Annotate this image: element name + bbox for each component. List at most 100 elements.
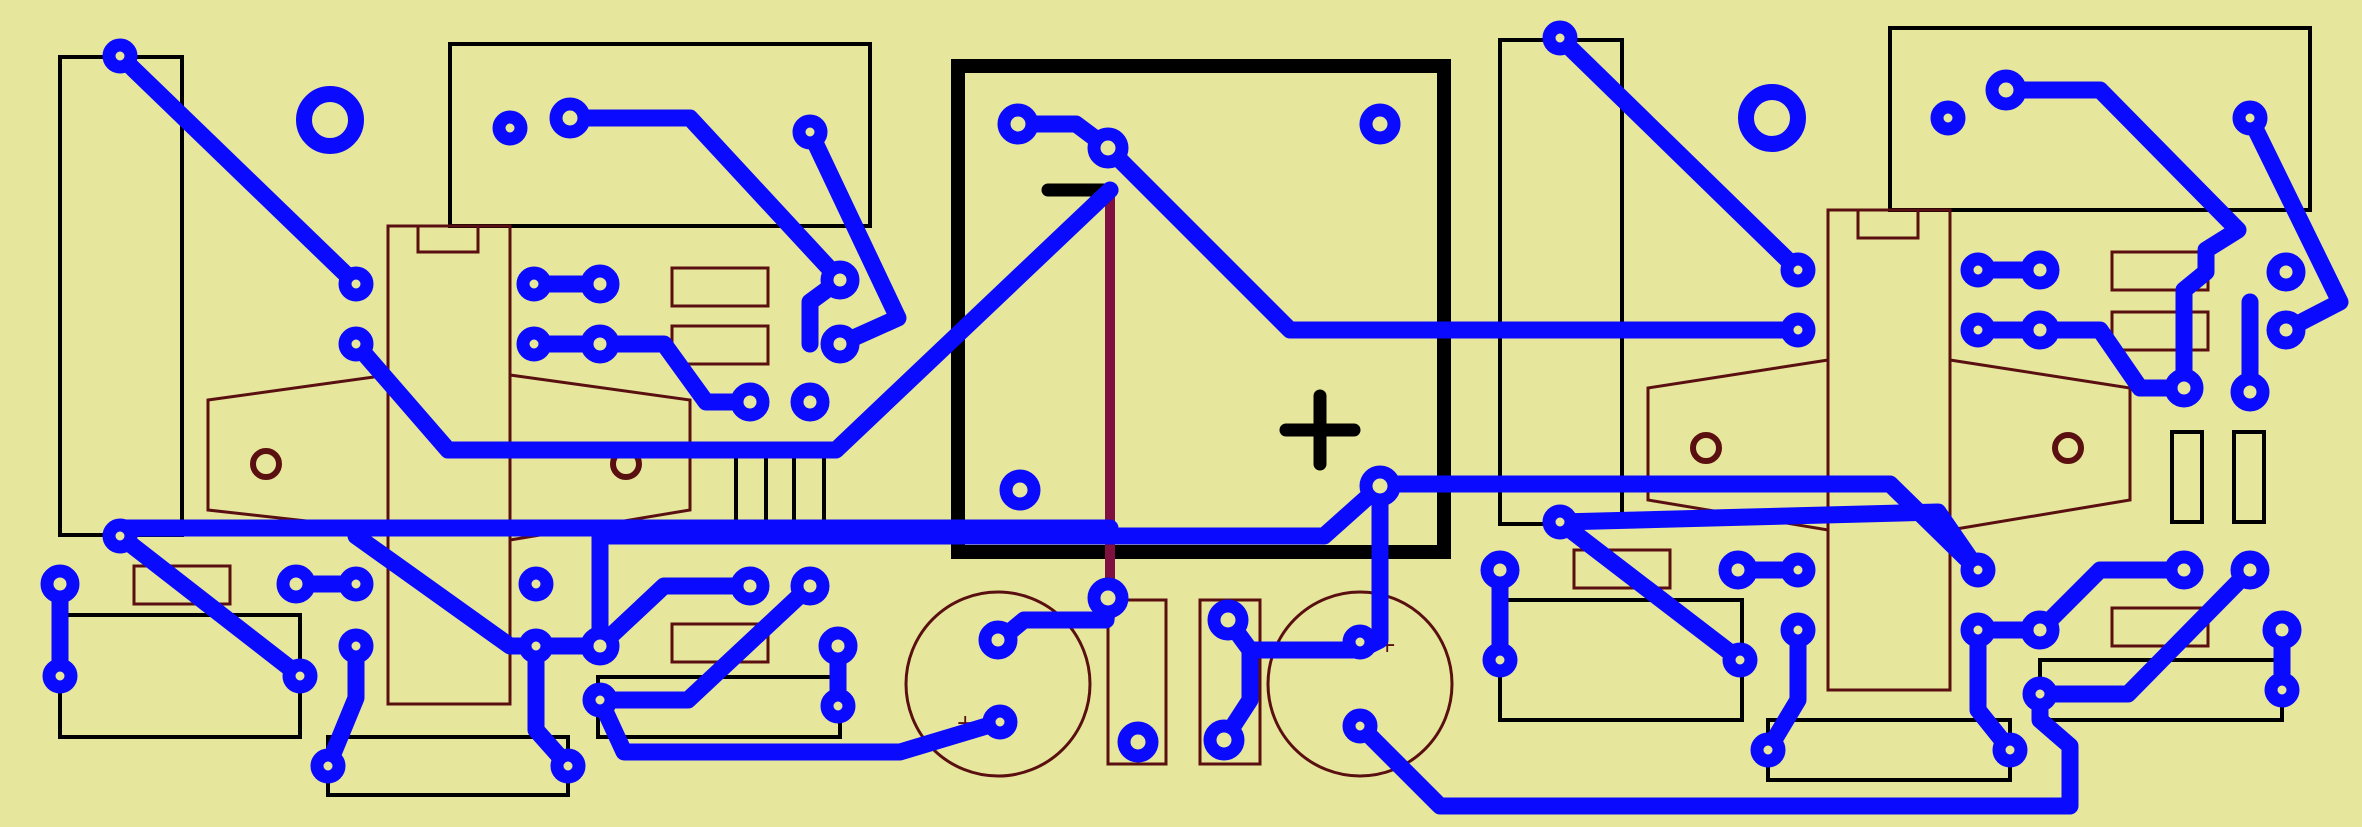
pad bbox=[982, 704, 1018, 740]
pad bbox=[1207, 599, 1249, 641]
pad bbox=[1780, 252, 1816, 288]
pad bbox=[516, 326, 552, 362]
right-mounting-hole bbox=[1738, 84, 1806, 152]
pad bbox=[2230, 372, 2270, 412]
trace-r15 bbox=[1969, 621, 2019, 759]
left-mounting-hole bbox=[296, 86, 364, 154]
pad bbox=[1342, 624, 1378, 660]
bridge-pad-tr bbox=[1359, 103, 1401, 145]
trace-m4 bbox=[827, 477, 1389, 545]
pad bbox=[550, 748, 586, 784]
pad bbox=[2262, 610, 2302, 650]
pads bbox=[40, 20, 2306, 784]
pad bbox=[1542, 504, 1578, 540]
right-heatsink-hole-1 bbox=[1690, 432, 1722, 464]
pad bbox=[2264, 672, 2300, 708]
pad bbox=[580, 264, 620, 304]
pad bbox=[276, 564, 316, 604]
right-bottom-connector-2 bbox=[1766, 718, 2012, 782]
pad bbox=[549, 97, 591, 139]
pad bbox=[1960, 252, 1996, 288]
right-heatsink-hole-2 bbox=[2052, 432, 2084, 464]
pad bbox=[2266, 310, 2306, 350]
pad bbox=[338, 566, 374, 602]
pad bbox=[580, 626, 620, 666]
pad bbox=[102, 518, 138, 554]
pad bbox=[2164, 550, 2204, 590]
bridge-pad-tl bbox=[997, 103, 1039, 145]
right-resistor-2 bbox=[2110, 310, 2210, 352]
pad bbox=[1960, 612, 1996, 648]
pad bbox=[1480, 550, 1520, 590]
right-heatsink bbox=[1646, 358, 1830, 532]
pad bbox=[2266, 252, 2306, 292]
pad bbox=[580, 324, 620, 364]
pad bbox=[792, 114, 828, 150]
pad bbox=[820, 260, 860, 300]
pad bbox=[1718, 550, 1758, 590]
left-resistor-1 bbox=[670, 266, 770, 308]
trace-l2 bbox=[347, 181, 1119, 459]
pad bbox=[2164, 368, 2204, 408]
pad bbox=[1992, 732, 2028, 768]
pad bbox=[1780, 312, 1816, 348]
right-ic-notch bbox=[1856, 208, 1920, 240]
pad bbox=[1203, 719, 1245, 761]
pad bbox=[282, 658, 318, 694]
left-tall-relay bbox=[58, 55, 184, 537]
pad bbox=[1985, 69, 2027, 111]
pad bbox=[1960, 312, 1996, 348]
right-top-relay bbox=[1888, 26, 2312, 212]
left-heatsink bbox=[206, 373, 390, 532]
pad bbox=[978, 620, 1018, 660]
right-resistor-4 bbox=[2110, 606, 2210, 648]
trace-l17 bbox=[591, 691, 1009, 761]
bridge-rectifier bbox=[951, 59, 1451, 598]
left-electrolytic-cap bbox=[904, 590, 1092, 778]
pad bbox=[102, 38, 138, 74]
pad bbox=[518, 628, 554, 664]
pad bbox=[730, 566, 770, 606]
left-bottom-connector-1 bbox=[58, 613, 302, 739]
pad bbox=[730, 382, 770, 422]
trace-l1 bbox=[111, 47, 365, 293]
pad bbox=[338, 326, 374, 362]
pad bbox=[1722, 642, 1758, 678]
pad bbox=[2020, 610, 2060, 650]
pad bbox=[790, 382, 830, 422]
trace-r12 bbox=[1759, 621, 1807, 759]
pad bbox=[1780, 612, 1816, 648]
right-heatsink-ext bbox=[1949, 358, 2132, 532]
trace-l7 bbox=[561, 109, 849, 353]
pad bbox=[338, 266, 374, 302]
left-ic-notch bbox=[416, 224, 480, 254]
right-small-cap-1 bbox=[2170, 430, 2204, 524]
pad bbox=[820, 324, 860, 364]
pad bbox=[42, 658, 78, 694]
middle-diode-1 bbox=[1106, 598, 1168, 766]
pad bbox=[1780, 552, 1816, 588]
pad bbox=[2022, 676, 2058, 712]
pad bbox=[818, 626, 858, 666]
trace-l14 bbox=[591, 577, 819, 709]
pad bbox=[1930, 100, 1966, 136]
trace-r13 bbox=[1969, 561, 2193, 639]
pad bbox=[2020, 310, 2060, 350]
right-electrolytic-cap bbox=[1266, 590, 1454, 778]
pad bbox=[1482, 642, 1518, 678]
trace-l8 bbox=[801, 123, 907, 353]
trace-r6 bbox=[1997, 81, 2247, 397]
left-resistor-2 bbox=[670, 324, 770, 366]
right-small-cap-2 bbox=[2232, 430, 2266, 524]
pad bbox=[1117, 721, 1159, 763]
pad bbox=[820, 688, 856, 724]
pad bbox=[40, 564, 80, 604]
pad bbox=[2232, 100, 2268, 136]
trace-l4 bbox=[111, 527, 309, 685]
right-resistor-3 bbox=[1572, 548, 1672, 590]
trace-r2 bbox=[1551, 503, 1987, 579]
pad bbox=[2020, 250, 2060, 290]
trace-r7 bbox=[2241, 109, 2349, 339]
pad bbox=[582, 682, 618, 718]
